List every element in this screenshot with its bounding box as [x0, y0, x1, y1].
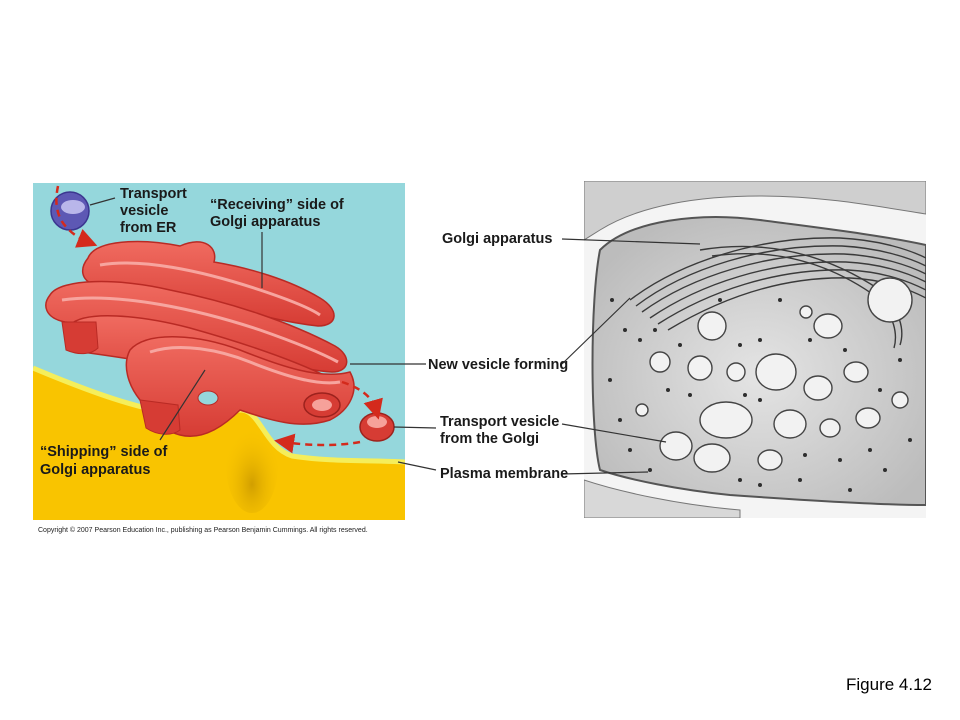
arrow-to-membrane: [274, 433, 361, 454]
label-receiving: “Receiving” side of Golgi apparatus: [210, 197, 348, 230]
golgi-vesicle: [359, 412, 395, 442]
arrow-to-vesicle: [341, 380, 383, 420]
leader-new-vesicle: [561, 297, 631, 365]
leader-shipping: [159, 369, 206, 441]
leader-plasma: [561, 471, 649, 475]
electron-micrograph: [584, 181, 926, 518]
copyright-text: Copyright © 2007 Pearson Education Inc.,…: [38, 526, 368, 534]
leader-plasma-left: [397, 461, 437, 471]
label-golgi-apparatus: Golgi apparatus: [442, 231, 552, 247]
figure-label: Figure 4.12: [846, 675, 932, 694]
plasma-membrane-region: [33, 368, 405, 520]
membrane-shadow: [226, 417, 278, 513]
leader-transport-golgi: [561, 423, 667, 443]
label-new-vesicle: New vesicle forming: [428, 357, 568, 373]
leader-er: [89, 197, 116, 206]
leader-golgi: [561, 238, 701, 245]
leader-transport-golgi-left: [393, 426, 437, 429]
em-golgi-stack: [629, 237, 926, 349]
label-transport-golgi: Transport vesicle from the Golgi: [440, 414, 563, 447]
label-shipping: “Shipping” side of Golgi apparatus: [40, 444, 171, 478]
label-transport-er: Transport vesicle from ER: [120, 186, 191, 236]
golgi-illustration: Transport vesicle from ER “Receiving” si…: [33, 183, 405, 520]
em-vesicles: [635, 277, 913, 473]
golgi-stack: [45, 240, 355, 437]
label-plasma-membrane: Plasma membrane: [440, 466, 568, 482]
em-granules: [608, 298, 912, 492]
